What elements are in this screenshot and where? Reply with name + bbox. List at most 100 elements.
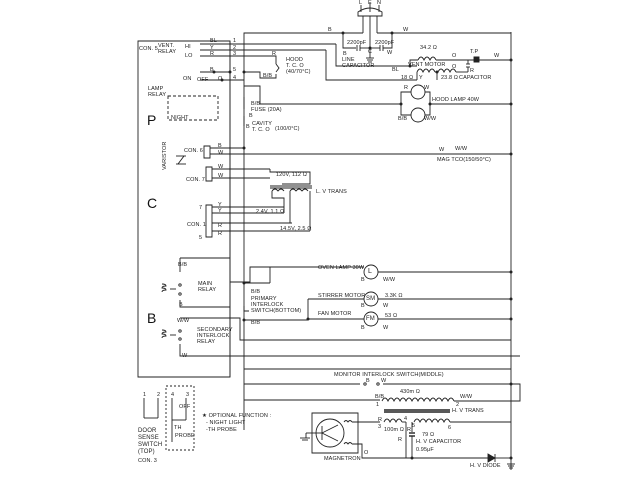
line-ground-w: W [387,50,393,56]
lv-trans-sec1: 2.4V, 1.1 Ω [256,209,285,215]
con6-wire-w: W [218,150,224,156]
lv-trans-sec2: 14.5V, 2.5 Ω [280,226,312,232]
hv-capacitor-label: H. V CAPACITOR [416,439,462,445]
hood-lamp-wire-ww: W/W [424,116,437,122]
hv-trans-filament-resistance: 100m Ω [384,427,404,433]
vent-motor-coil-top [418,57,436,60]
lv-trans-label: L. V TRANS [316,189,347,195]
cavity-tco-temp: (100/0°C) [275,126,300,132]
monitor-switch-wire-w: W [381,378,387,384]
hood-lamp-label: HOOD LAMP 40W [432,97,480,103]
vent-motor-label: VENT MOTOR [408,62,446,68]
vent-motor-r-top: 34.2 Ω [420,45,437,51]
vent-relay-lo: LO [185,53,193,59]
oven-lamp-label: OVEN LAMP 30W [318,265,365,271]
stirrer-motor-label: STIRRER MOTOR [318,293,366,299]
vent-motor-wire-o2: O [452,64,457,70]
vent-motor-r-right: 23.8 Ω [441,75,458,81]
hv-trans-wire-r-mid: R [398,437,403,443]
vent-motor-wire-bl: BL [392,67,399,73]
hv-trans-wire-r-side: R [407,427,412,433]
vent-motor-wire-w: W [494,53,500,59]
hv-capacitor-value: 0.95μF [416,447,434,453]
plug-pin-e: E [368,0,372,6]
probe-pin-4: 4 [171,392,175,398]
fan-motor-wire-b: B [361,325,365,331]
hv-diode [488,454,495,462]
con5-pin-3: 3 [233,51,237,57]
hood-lamp-wire-bb: B/B [398,116,408,122]
section-label-b: B [147,310,157,326]
hood-tco-label: HOOD T. C. O (40/70°C) [286,57,311,75]
vent-capacitor-label: CAPACITOR [459,75,492,81]
primary-switch-label: PRIMARY INTERLOCK SWITCH(BOTTOM) [251,296,302,314]
plug-pin-l: L [359,0,363,6]
vent-motor-r-left: 18 Ω [401,75,414,81]
con5-wire-y: Y [210,45,214,51]
con5-wire-r: R [210,51,215,57]
con6-label: CON. 6 [184,148,203,154]
con5-pin-5: 5 [233,67,237,73]
probe-label: PROBE [175,433,195,439]
con1-wire-r1: R [218,223,223,229]
stirrer-motor-wire-b: B [361,303,365,309]
stirrer-motor-symbol: SM [366,296,376,302]
stirrer-motor-wire-w: W [383,303,389,309]
vent-motor-wire-o1: O [452,53,457,59]
line-cap-label-1: LINE [342,57,355,63]
hv-trans-pin-1: 1 [376,402,380,408]
con1-wire-y1: Y [218,202,222,208]
con7-wire-w1: W [218,164,224,170]
hv-trans-filament [384,419,402,422]
hv-trans-pin-6: 6 [448,425,452,431]
con7-connector [206,167,212,181]
con1-wire-y2: Y [218,208,222,214]
optional-item-th-probe: -TH PROBE [206,427,237,433]
oven-lamp-wire-b: B [361,277,365,283]
vent-motor-wire-y: Y [419,75,423,81]
line-cap-center: C [368,49,373,55]
door-sense-switch-label: DOOR SENSE SWITCH (TOP) [138,428,163,455]
hood-tco-wire-r: R [272,51,277,57]
secondary-relay-wire-w: W [182,353,188,359]
primary-switch-wire-bb-bottom: B/B [251,320,261,326]
hood-lamp-wire-w: W [424,85,430,91]
lamp-relay-label: LAMP RELAY [148,86,167,98]
con1-label: CON. 1 [187,222,206,228]
section-label-p: P [147,112,157,128]
hv-trans-secondary-resistance: 79 Ω [422,432,435,438]
primary-switch-wire-bb-top: B/B [251,289,261,295]
con7-label: CON. 7 [186,177,205,183]
hv-trans-wire-r-top: R [378,417,383,423]
con3-label: CON. 3 [138,458,157,464]
line-cap-label-2: CAPACITOR [342,63,375,69]
mag-tco-wire-ww: W/W [455,146,468,152]
cavity-tco-label: CAVITY T. C. O [252,121,273,133]
vent-motor-wire-r: R [470,68,475,74]
mag-tco-label: MAG TCO(150/50°C) [437,157,491,163]
hood-lamp-2 [411,108,425,122]
hv-trans-pin-5: 5 [412,423,416,429]
hood-lamp-1 [411,85,425,99]
hv-trans-primary [382,398,454,401]
con5-pin-4: 4 [233,75,237,81]
hv-trans-pin-2: 2 [456,402,460,408]
fan-motor-wire-w: W [383,325,389,331]
secondary-relay-label: SECONDARY INTERLOCK RELAY [197,327,233,345]
con5-wire-b: B [210,67,214,73]
optional-item-night-light: - NIGHT LIGHT [206,420,246,426]
hv-diode-label: H. V DIODE [470,463,501,469]
hood-lamp-wire-r: R [404,85,409,91]
fan-motor-symbol: FM [366,316,375,322]
con5-pin-1: 1 [233,38,237,44]
varistor-label: VARISTOR [162,141,168,170]
line-cap2-value: 2200pF [375,40,395,46]
magnetron-label: MAGNETRON [324,456,361,462]
con5-pin-2: 2 [233,45,237,51]
night-label: NIGHT [171,115,189,121]
lamp-relay-off: OFF [197,77,209,83]
optional-function-title: ★ OPTIONAL FUNCTION : [202,413,272,419]
oven-lamp-wire-ww: W/W [383,277,396,283]
hv-trans-wire-ww: W/W [460,394,473,400]
